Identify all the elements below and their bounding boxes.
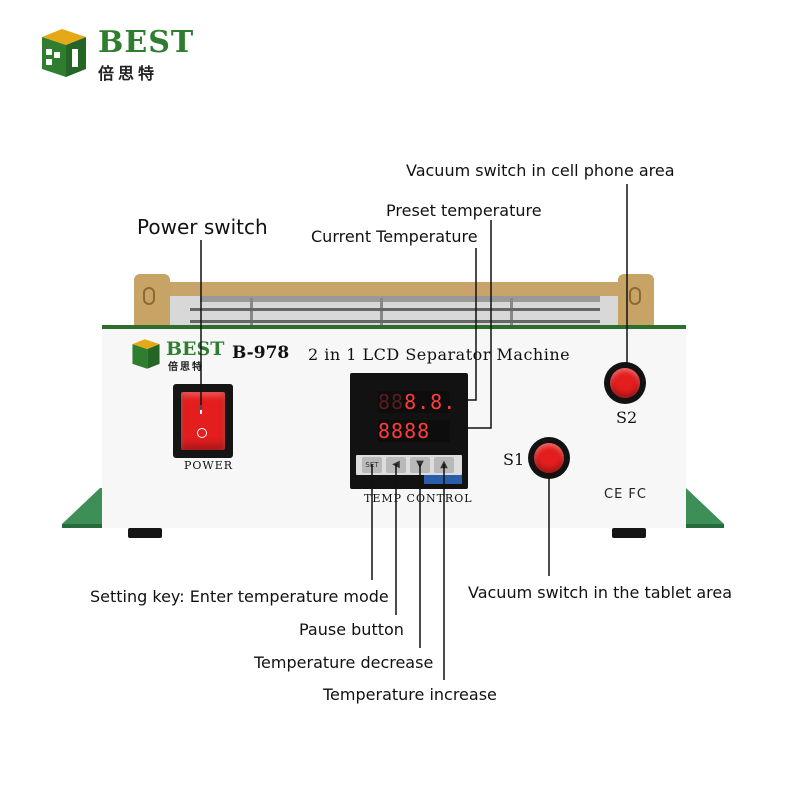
power-switch[interactable] [181, 392, 225, 450]
callout-current-temperature: Current Temperature [311, 227, 478, 246]
preset-temperature-display: 8888 [378, 420, 450, 442]
vacuum-switch-s1[interactable] [534, 443, 564, 473]
callout-temp-decrease: Temperature decrease [254, 653, 434, 672]
callout-temp-increase: Temperature increase [323, 685, 497, 704]
certification-marks: CE FC [604, 487, 647, 502]
s2-label: S2 [616, 408, 638, 427]
machine-top-edge [102, 325, 686, 329]
vacuum-switch-s2[interactable] [610, 368, 640, 398]
machine-model: B-978 [232, 343, 290, 363]
callout-pause-button: Pause button [299, 620, 404, 639]
controller-brand-strip [424, 475, 462, 484]
s1-label: S1 [503, 450, 525, 469]
brand-chinese-name: 倍思特 [98, 64, 159, 83]
callout-preset-temperature: Preset temperature [386, 201, 542, 220]
machine-brand-name: BEST [166, 338, 225, 360]
callout-vacuum-tablet: Vacuum switch in the tablet area [468, 583, 732, 602]
machine-title: 2 in 1 LCD Separator Machine [308, 345, 571, 364]
callout-setting-key: Setting key: Enter temperature mode [90, 587, 389, 606]
callout-power-switch: Power switch [137, 215, 268, 239]
callout-vacuum-phone: Vacuum switch in cell phone area [406, 161, 675, 180]
machine-foot-left [128, 528, 162, 538]
machine-brand-chinese: 倍思特 [168, 362, 204, 373]
current-temperature-display: 888.8. [378, 390, 457, 414]
machine-logo-icon [132, 339, 160, 369]
brand-logo-icon [42, 29, 86, 77]
power-off-mark [197, 428, 207, 438]
power-label: POWER [184, 459, 234, 472]
machine-foot-right [612, 528, 646, 538]
brand-name: BEST [98, 25, 195, 60]
